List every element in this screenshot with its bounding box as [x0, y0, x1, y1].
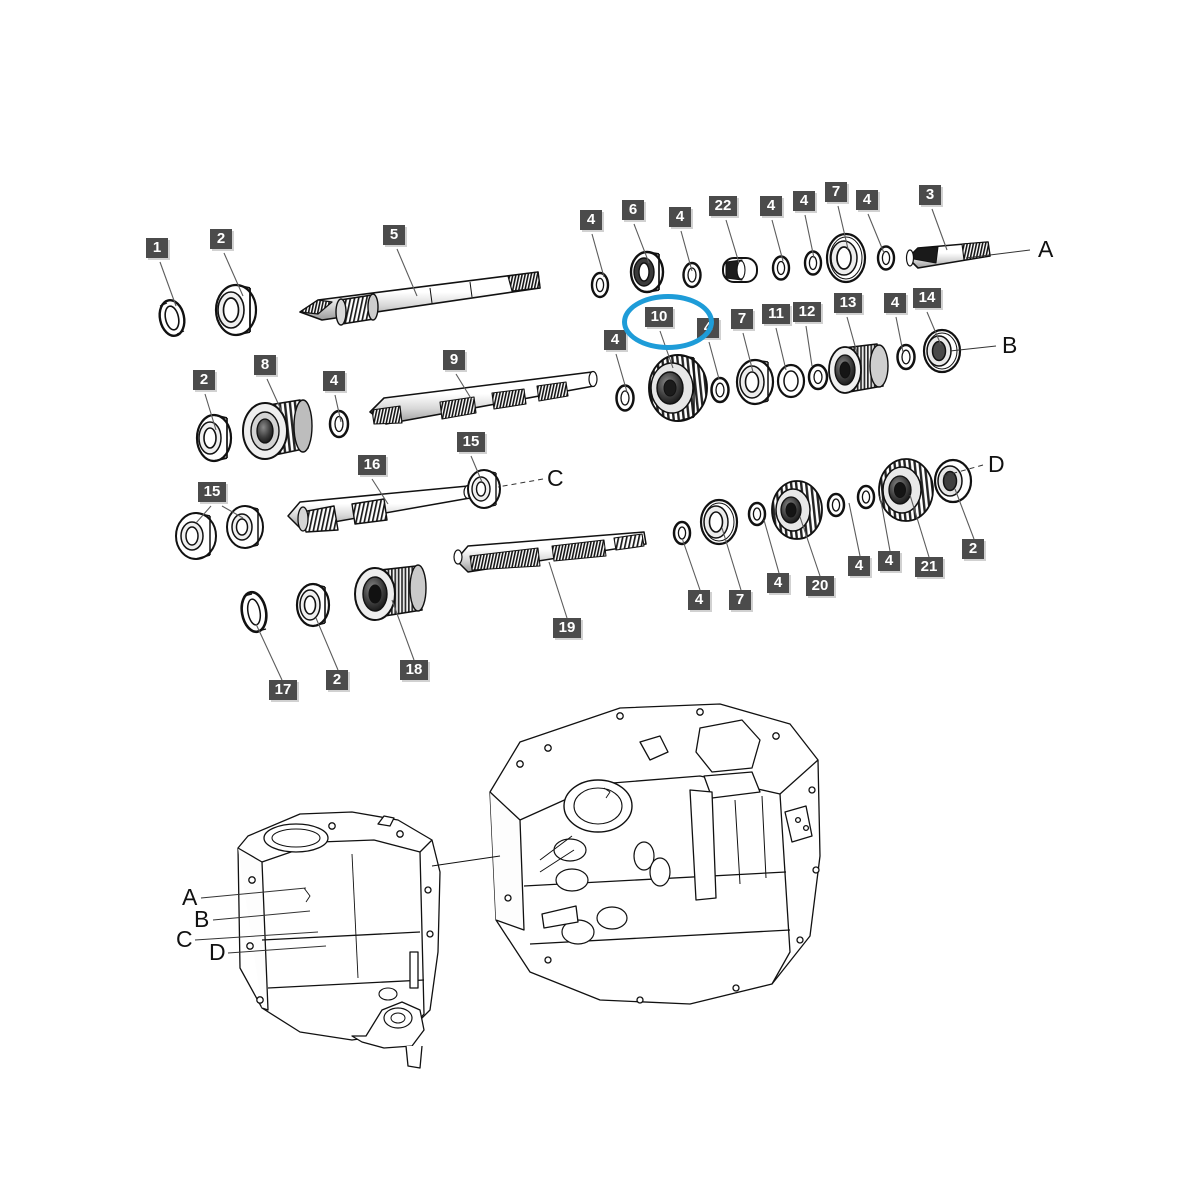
callout-chip[interactable]: 4	[793, 191, 815, 211]
callout-chip[interactable]: 2	[193, 370, 215, 390]
callout-chip[interactable]: 4	[848, 556, 870, 576]
part-7-bearing-r4	[699, 498, 739, 546]
callout-chip[interactable]: 4	[884, 293, 906, 313]
callout-chip[interactable]: 16	[358, 455, 386, 475]
part-4-ring-r2b	[710, 376, 730, 404]
part-22-collar	[722, 257, 758, 283]
callout-chip[interactable]: 14	[913, 288, 941, 308]
part-11-spacer	[776, 363, 806, 399]
callout-chip[interactable]: 2	[962, 539, 984, 559]
part-6-needle-bearing	[629, 250, 665, 294]
part-4-ring-r4a	[672, 520, 692, 546]
callout-chip[interactable]: 19	[553, 618, 581, 638]
main-housing	[489, 703, 821, 1005]
callout-chip[interactable]: 7	[825, 182, 847, 202]
callout-chip[interactable]: 9	[443, 350, 465, 370]
part-13-pinion-gear	[828, 343, 889, 394]
callout-chip[interactable]: 4	[688, 590, 710, 610]
part-2-bearing-b	[195, 413, 233, 463]
ref-letter-d-bottom: D	[209, 939, 226, 965]
part-4-ring-r4b	[747, 501, 767, 527]
part-4-ring-r1b	[682, 261, 702, 289]
callout-chip[interactable]: 4	[760, 196, 782, 216]
callout-chip[interactable]: 2	[326, 670, 348, 690]
ref-letter-c-bottom: C	[176, 926, 193, 952]
callout-chip[interactable]: 4	[767, 573, 789, 593]
part-4-ring-r4d	[856, 484, 876, 510]
part-4-ring-r1e	[876, 245, 896, 271]
callout-chip[interactable]: 4	[856, 190, 878, 210]
callout-chip[interactable]: 18	[400, 660, 428, 680]
callout-chip[interactable]: 1	[146, 238, 168, 258]
callout-chip[interactable]: 3	[919, 185, 941, 205]
part-4-ring-r2a	[615, 384, 635, 412]
callout-chip[interactable]: 4	[669, 207, 691, 227]
part-20-gear	[771, 480, 823, 540]
callout-chip[interactable]: 21	[915, 557, 943, 577]
callout-chip[interactable]: 15	[457, 432, 485, 452]
part-12-washer	[807, 363, 829, 391]
callout-chip[interactable]: 2	[210, 229, 232, 249]
part-4-ring-r2c	[896, 343, 916, 371]
callout-chip[interactable]: 11	[762, 304, 790, 324]
callout-chip[interactable]: 22	[709, 196, 737, 216]
part-1-snapring	[158, 299, 186, 337]
callout-chip[interactable]: 4	[878, 551, 900, 571]
part-8-drive-gear	[242, 399, 313, 460]
part-3-output-shaft	[905, 241, 991, 269]
part-15-bushing-a	[175, 512, 217, 560]
callout-chip[interactable]: 20	[806, 576, 834, 596]
ref-letter-d-right: D	[988, 451, 1005, 477]
ref-letter-a-bottom: A	[182, 884, 198, 910]
part-7-bearing-r2	[735, 358, 775, 406]
part-10-gear	[648, 354, 708, 422]
ref-letter-c-mid: C	[547, 465, 564, 491]
ref-letter-b-top: B	[1002, 332, 1018, 358]
front-housing	[237, 811, 441, 1069]
part-16-reverse-idler-shaft	[287, 484, 473, 533]
callout-chip[interactable]: 4	[323, 371, 345, 391]
callout-chip[interactable]: 7	[731, 309, 753, 329]
callout-chip[interactable]: 6	[622, 200, 644, 220]
part-9-counter-shaft	[369, 370, 598, 425]
callout-chip[interactable]: 4	[580, 210, 602, 230]
part-5-input-shaft	[299, 271, 541, 326]
callout-chip[interactable]: 4	[604, 330, 626, 350]
part-15-bushing-c	[467, 469, 501, 509]
callout-chip[interactable]: 12	[793, 302, 821, 322]
highlight-ellipse-part-10	[622, 294, 714, 350]
callout-chip[interactable]: 5	[383, 225, 405, 245]
callout-chip[interactable]: 8	[254, 355, 276, 375]
callout-chip[interactable]: 15	[198, 482, 226, 502]
part-17-retaining-ring	[240, 590, 268, 634]
part-4-ring-r4c	[826, 492, 846, 518]
part-2-bearing-a	[214, 283, 258, 337]
part-4-ring-r1a	[590, 271, 610, 299]
part-4-ring-r2left	[328, 409, 350, 439]
part-19-shaft	[453, 531, 647, 573]
part-2-bearing-c	[295, 582, 331, 628]
part-7-bearing-r1	[825, 232, 867, 284]
callout-chip[interactable]: 17	[269, 680, 297, 700]
part-15-bushing-b	[226, 505, 264, 549]
part-18-idler-gear	[354, 564, 427, 621]
part-4-ring-r1c	[771, 255, 791, 281]
callout-chip[interactable]: 7	[729, 590, 751, 610]
ref-letter-b-bottom: B	[194, 906, 210, 932]
ref-letter-a-top: A	[1038, 236, 1054, 262]
callout-chip[interactable]: 13	[834, 293, 862, 313]
housing-mating-line	[431, 855, 501, 867]
